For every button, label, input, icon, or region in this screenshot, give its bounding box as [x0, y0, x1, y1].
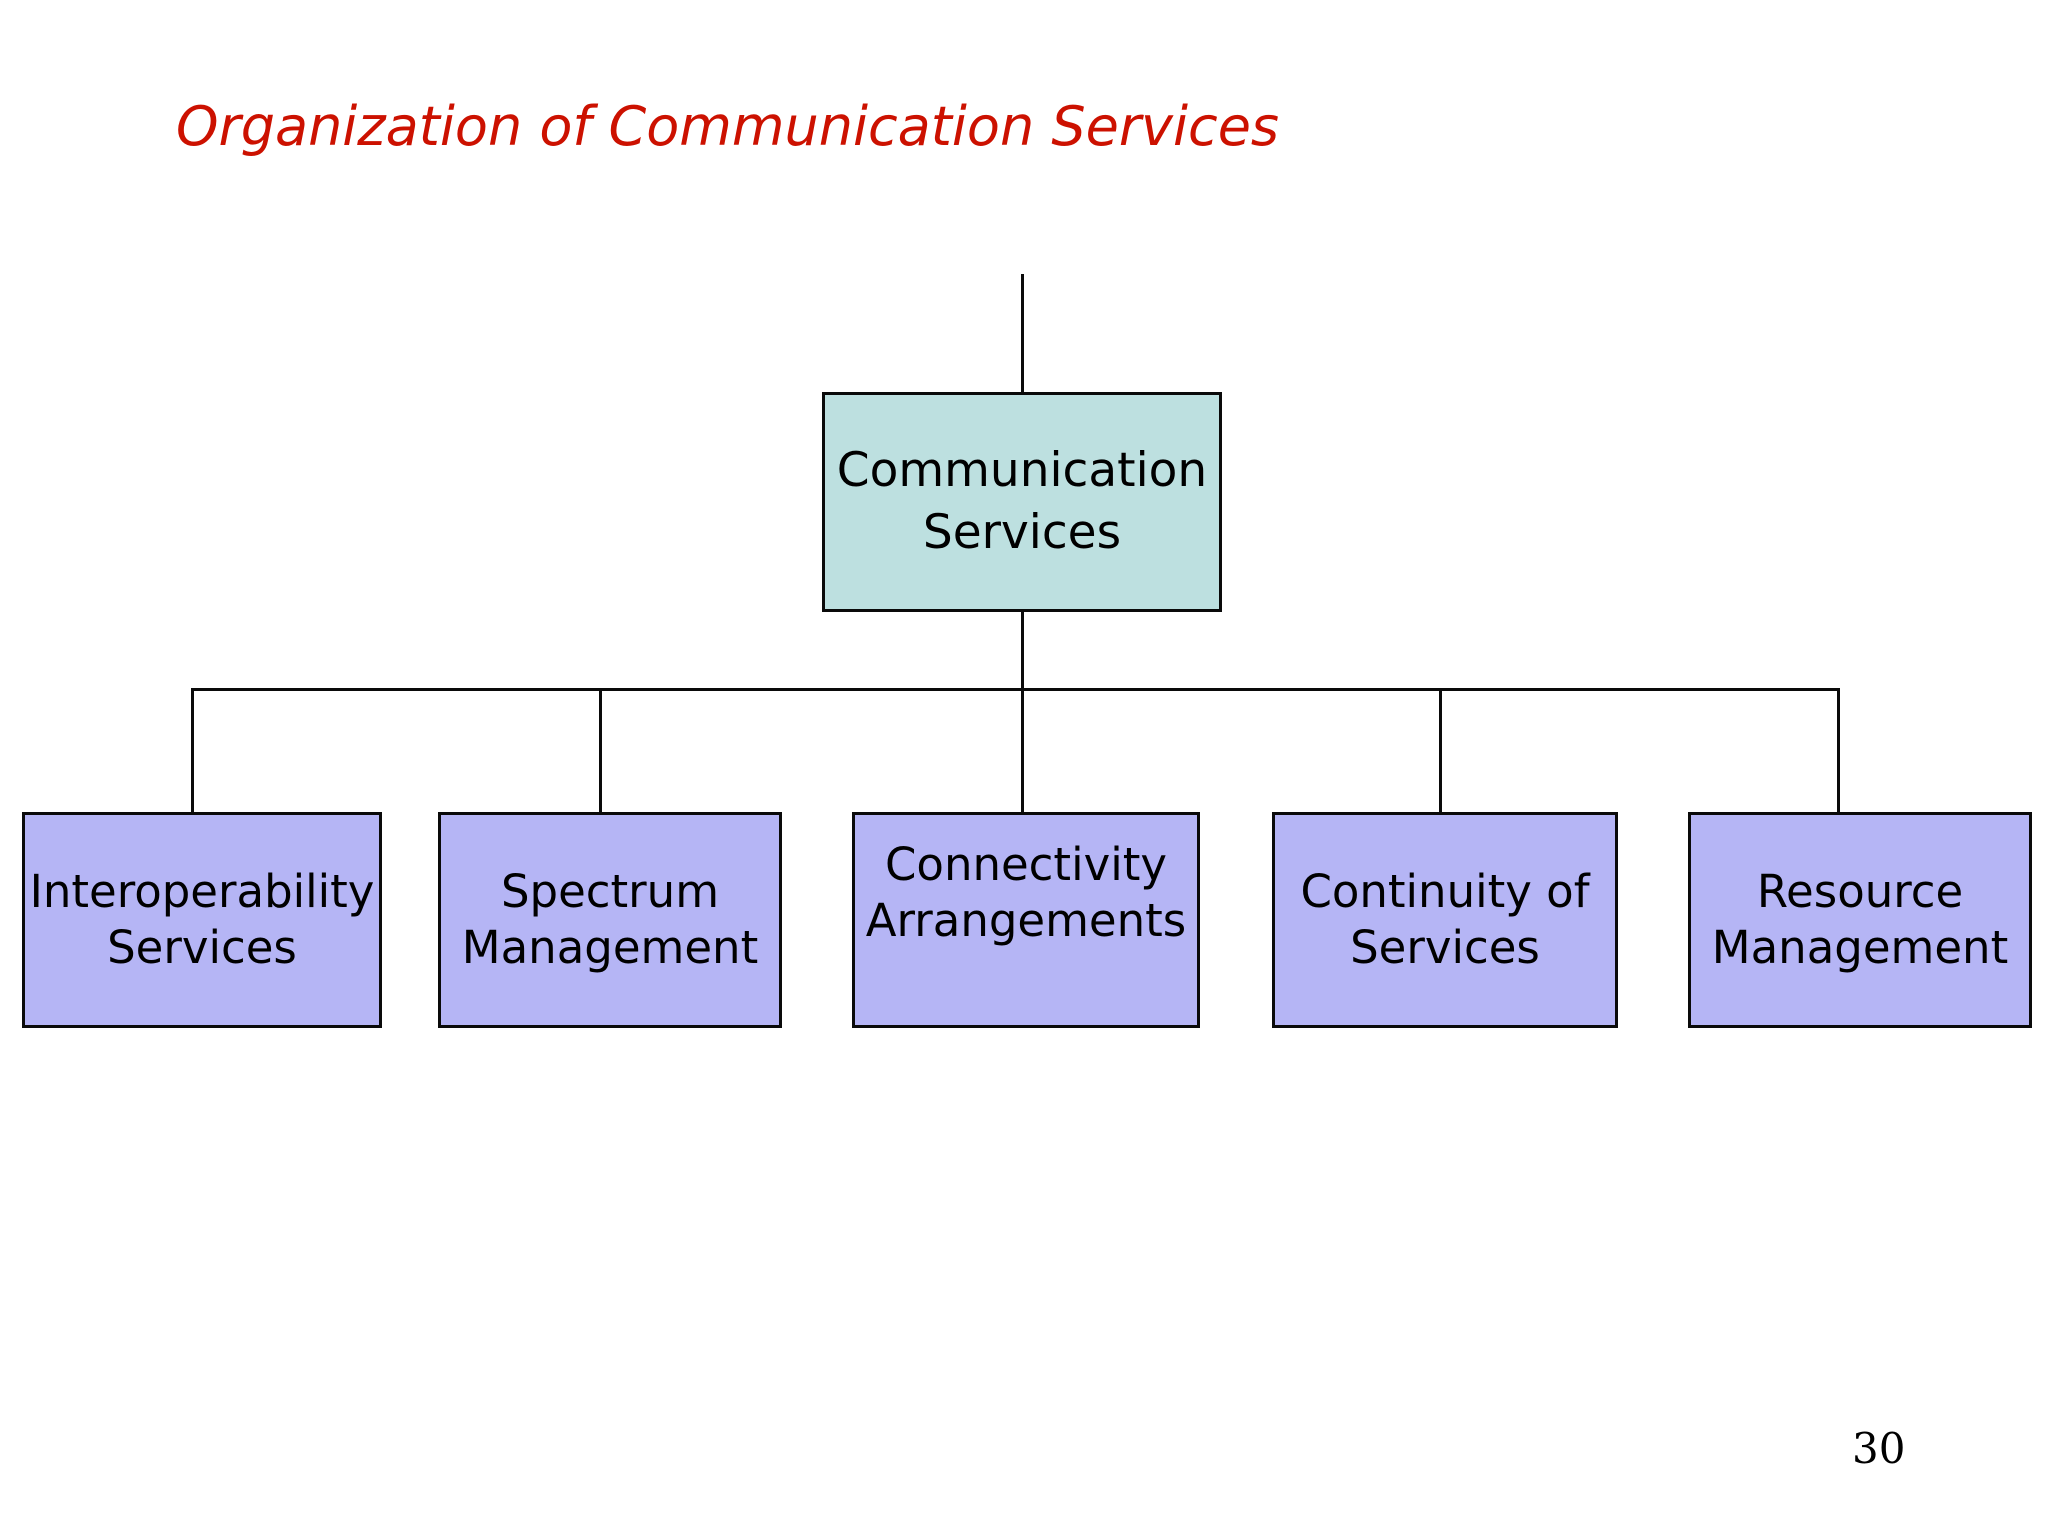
page-title: Organization of Communication Services [176, 95, 1280, 158]
node-label-line-2: Management [461, 921, 759, 974]
node-label-line-2: Services [922, 505, 1122, 560]
node-label-line-2: Services [1350, 921, 1540, 974]
node-label-line-1: Spectrum [500, 865, 720, 918]
node-label-line-1: Connectivity [885, 838, 1167, 891]
connector-drop-interoperability [191, 688, 194, 814]
node-connectivity-arrangements[interactable]: Connectivity Arrangements [852, 812, 1200, 1028]
node-resource-management[interactable]: Resource Management [1688, 812, 2032, 1028]
connector-drop-resource [1837, 688, 1840, 814]
node-label: Spectrum Management [462, 864, 758, 976]
node-label: Communication Services [837, 440, 1207, 564]
node-label-line-2: Management [1711, 921, 2009, 974]
connector-drop-connectivity [1021, 688, 1024, 814]
node-label: Interoperability Services [30, 864, 375, 976]
node-label-line-1: Continuity of [1300, 865, 1590, 918]
connector-drop-continuity [1439, 688, 1442, 814]
node-interoperability-services[interactable]: Interoperability Services [22, 812, 382, 1028]
connector-horizontal-bus [192, 688, 1840, 691]
connector-drop-spectrum [599, 688, 602, 814]
node-continuity-of-services[interactable]: Continuity of Services [1272, 812, 1618, 1028]
node-label-line-2: Arrangements [865, 894, 1187, 947]
page-number: 30 [1852, 1424, 1906, 1473]
node-label-line-1: Communication [836, 443, 1208, 498]
node-label: Resource Management [1712, 864, 2008, 976]
connector-root-stub [1021, 274, 1024, 394]
node-spectrum-management[interactable]: Spectrum Management [438, 812, 782, 1028]
node-label-line-2: Services [107, 921, 297, 974]
node-label-line-1: Resource [1756, 865, 1964, 918]
connector-root-to-bus [1021, 609, 1024, 691]
node-label: Connectivity Arrangements [866, 837, 1186, 949]
node-label: Continuity of Services [1300, 864, 1589, 976]
node-label-line-1: Interoperability [29, 865, 375, 918]
node-communication-services[interactable]: Communication Services [822, 392, 1222, 612]
